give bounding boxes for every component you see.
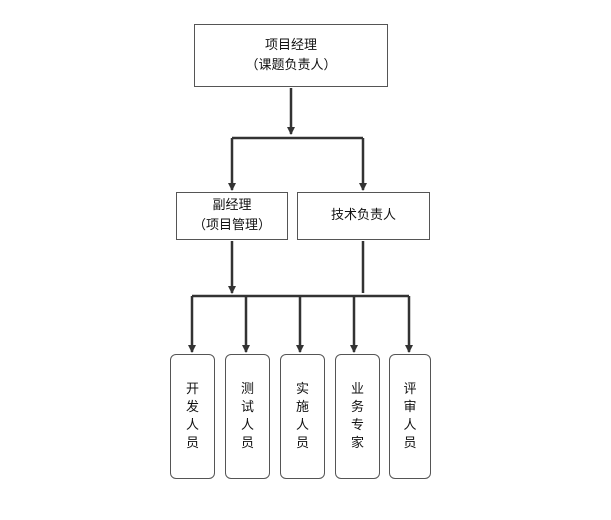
node-implementers: 实施人员	[280, 354, 325, 479]
leaf-label-char: 试	[240, 399, 254, 415]
leaf-label-char: 人	[240, 417, 254, 433]
leaf-label-char: 务	[350, 399, 364, 415]
leaf-label-char: 人	[185, 417, 199, 433]
node-project-manager: 项目经理 （课题负责人）	[194, 24, 388, 87]
leaf-label-char: 家	[350, 435, 364, 451]
node-tech-lead: 技术负责人	[297, 192, 430, 240]
node-deputy-manager-subtitle: （项目管理）	[192, 218, 271, 233]
node-business-experts: 业务专家	[335, 354, 380, 479]
leaf-label-char: 审	[403, 399, 417, 415]
leaf-label-char: 人	[403, 417, 417, 433]
node-tech-lead-label: 技术负责人	[330, 208, 396, 223]
node-testers: 测试人员	[225, 354, 270, 479]
leaf-label-char: 发	[185, 399, 199, 415]
leaf-label-char: 人	[295, 417, 309, 433]
leaf-label-char: 员	[185, 435, 199, 451]
node-project-manager-title: 项目经理	[264, 37, 317, 53]
leaf-label-char: 员	[240, 435, 254, 451]
leaf-label-char: 员	[403, 435, 417, 451]
node-deputy-manager: 副经理 （项目管理）	[176, 192, 288, 240]
leaf-label-char: 评	[403, 381, 417, 397]
leaf-label-char: 施	[295, 399, 309, 415]
leaf-label-char: 测	[240, 381, 254, 397]
node-developers: 开发人员	[170, 354, 215, 479]
leaf-label-char: 实	[295, 381, 309, 397]
leaf-label-char: 员	[295, 435, 309, 451]
node-project-manager-subtitle: （课题负责人）	[245, 57, 337, 73]
node-deputy-manager-title: 副经理	[212, 198, 252, 213]
leaf-label-char: 专	[350, 417, 364, 433]
leaf-label-char: 开	[185, 381, 199, 397]
node-reviewers: 评审人员	[389, 354, 431, 479]
leaf-label-char: 业	[350, 381, 364, 397]
